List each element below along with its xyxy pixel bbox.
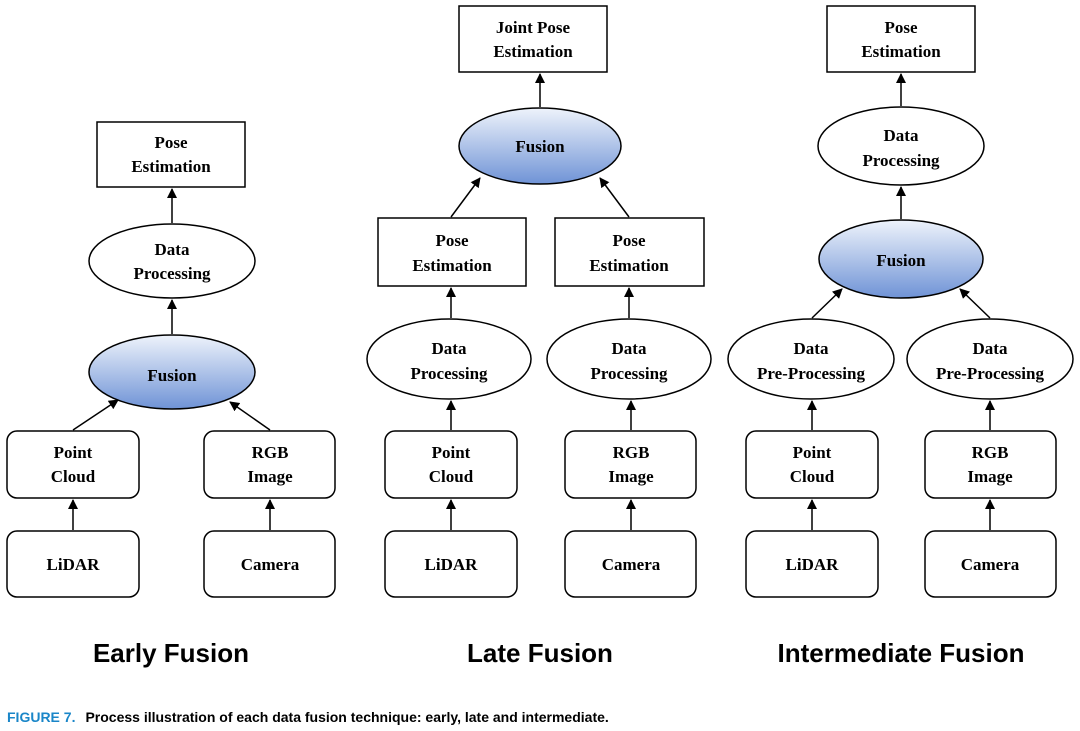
early-lidar-label: LiDAR	[47, 555, 101, 574]
early-data-processing-ellipse	[88, 223, 256, 299]
late-point-cloud-box	[384, 430, 518, 499]
late-lidar-label: LiDAR	[425, 555, 479, 574]
late-rgb-image-box	[564, 430, 697, 499]
late-pose-left-line2: Estimation	[412, 256, 492, 275]
early-pose-line1: Pose	[154, 133, 188, 152]
early-rgb-line1: RGB	[252, 443, 289, 462]
early-point-cloud-box	[6, 430, 140, 499]
inter-lidar-label: LiDAR	[786, 555, 840, 574]
late-rgb-line2: Image	[608, 467, 654, 486]
late-pose-right-line2: Estimation	[589, 256, 669, 275]
late-lidar-box	[384, 530, 518, 598]
early-pc-line1: Point	[54, 443, 93, 462]
late-fusion-ellipse	[458, 107, 622, 185]
early-lidar-box	[6, 530, 140, 598]
inter-dp-line1: Data	[884, 126, 919, 145]
early-pc-line2: Cloud	[51, 467, 96, 486]
late-fusion-title: Late Fusion	[467, 638, 613, 668]
caption-figure-label: FIGURE 7.	[7, 709, 75, 725]
early-rgb-image-box	[203, 430, 336, 499]
inter-pc-line2: Cloud	[790, 467, 835, 486]
inter-arrow-prep-left-fusion	[811, 288, 843, 319]
late-joint-pose-line1: Joint Pose	[496, 18, 571, 37]
early-dp-line1: Data	[155, 240, 190, 259]
inter-lidar-box	[745, 530, 879, 598]
early-fusion-label: Fusion	[147, 366, 197, 385]
inter-prep-left-ellipse	[727, 318, 895, 400]
inter-fusion-ellipse	[818, 219, 984, 299]
late-pose-right-box	[554, 217, 705, 287]
early-arrow-rgb-fusion	[229, 401, 271, 431]
early-pose-line2: Estimation	[131, 157, 211, 176]
late-dp-left-line1: Data	[432, 339, 467, 358]
inter-rgb-image-box	[924, 430, 1057, 499]
inter-prep-left-line2: Pre-Processing	[757, 364, 865, 383]
inter-pc-line1: Point	[793, 443, 832, 462]
late-fusion-panel: Joint Pose Estimation Fusion Pose Estima…	[366, 5, 712, 598]
late-arrow-pose-left-fusion	[450, 177, 481, 218]
late-dp-right-line1: Data	[612, 339, 647, 358]
inter-fusion-label: Fusion	[876, 251, 926, 270]
early-pose-estimation-box	[96, 121, 246, 188]
early-dp-line2: Processing	[133, 264, 211, 283]
inter-prep-right-line1: Data	[973, 339, 1008, 358]
figure-caption: FIGURE 7. Process illustration of each d…	[7, 709, 609, 726]
inter-prep-left-line1: Data	[794, 339, 829, 358]
inter-camera-label: Camera	[961, 555, 1020, 574]
late-dp-right-ellipse	[546, 318, 712, 400]
late-dp-right-line2: Processing	[590, 364, 668, 383]
inter-rgb-line1: RGB	[972, 443, 1009, 462]
early-rgb-line2: Image	[247, 467, 293, 486]
inter-point-cloud-box	[745, 430, 879, 499]
late-pc-line1: Point	[432, 443, 471, 462]
late-joint-pose-box	[458, 5, 608, 73]
early-fusion-title: Early Fusion	[93, 638, 249, 668]
inter-prep-right-line2: Pre-Processing	[936, 364, 1044, 383]
intermediate-fusion-panel: Pose Estimation Data Processing Fusion D…	[727, 5, 1074, 598]
late-rgb-line1: RGB	[613, 443, 650, 462]
inter-rgb-line2: Image	[967, 467, 1013, 486]
inter-pose-estimation-box	[826, 5, 976, 73]
late-dp-left-line2: Processing	[410, 364, 488, 383]
inter-camera-box	[924, 530, 1057, 598]
late-dp-left-ellipse	[366, 318, 532, 400]
late-pc-line2: Cloud	[429, 467, 474, 486]
early-fusion-panel: Pose Estimation Data Processing Fusion P…	[6, 121, 336, 598]
inter-pose-line2: Estimation	[861, 42, 941, 61]
caption-text: Process illustration of each data fusion…	[85, 709, 608, 725]
early-arrow-pc-fusion	[72, 399, 119, 431]
early-fusion-ellipse	[88, 334, 256, 410]
late-pose-left-box	[377, 217, 527, 287]
late-camera-box	[564, 530, 697, 598]
inter-pose-line1: Pose	[884, 18, 918, 37]
late-camera-label: Camera	[602, 555, 661, 574]
inter-data-processing-ellipse	[817, 106, 985, 186]
inter-prep-right-ellipse	[906, 318, 1074, 400]
late-joint-pose-line2: Estimation	[493, 42, 573, 61]
late-fusion-label: Fusion	[515, 137, 565, 156]
late-arrow-pose-right-fusion	[599, 177, 630, 218]
early-camera-label: Camera	[241, 555, 300, 574]
intermediate-fusion-title: Intermediate Fusion	[777, 638, 1024, 668]
inter-dp-line2: Processing	[862, 151, 940, 170]
early-camera-box	[203, 530, 336, 598]
late-pose-right-line1: Pose	[612, 231, 646, 250]
inter-arrow-prep-right-fusion	[959, 288, 991, 319]
late-pose-left-line1: Pose	[435, 231, 469, 250]
